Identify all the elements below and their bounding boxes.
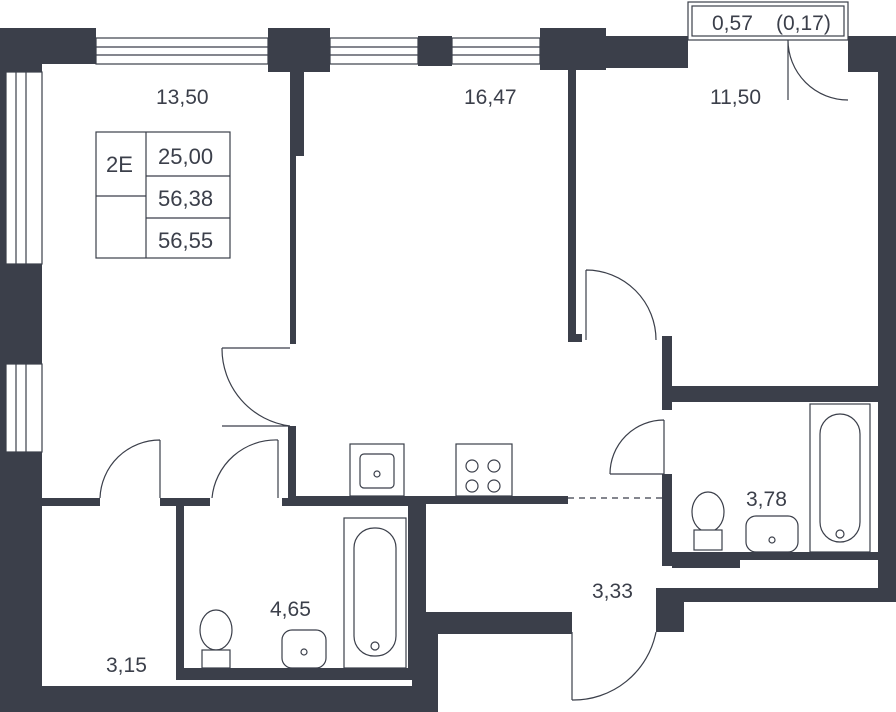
door-bathroom-right: [609, 419, 665, 475]
walls: [0, 28, 896, 712]
window-top-middle-b: [451, 37, 541, 65]
washbasin-right-icon: [745, 515, 799, 553]
window-left-lower: [5, 363, 43, 453]
room-area-storage: 3,15: [106, 654, 147, 677]
living-area: 25,00: [158, 144, 213, 169]
total-area-with-balcony: 56,55: [158, 228, 213, 253]
windows: [5, 37, 541, 453]
window-top-middle-a: [329, 37, 419, 65]
room-area-hall: 3,33: [592, 580, 633, 603]
window-top-left: [95, 37, 269, 65]
room-area-bedroom-left: 13,50: [156, 86, 209, 109]
room-area-bathroom-middle: 4,65: [270, 598, 311, 621]
toilet-right-icon: [691, 491, 725, 533]
balcony-door: [787, 39, 849, 101]
door-entrance: [571, 631, 657, 701]
door-storage: [99, 439, 161, 499]
room-area-living-kitchen: 16,47: [464, 86, 517, 109]
balcony-reduced-area: (0,17): [776, 12, 831, 35]
doors: [99, 269, 665, 701]
room-area-bedroom-right: 11,50: [710, 86, 761, 109]
bathroom-fixtures: [199, 403, 871, 669]
door-bathroom-middle: [211, 439, 279, 499]
window-left-upper: [5, 71, 43, 265]
door-bedroom-right: [585, 269, 657, 341]
balcony: 0,57 (0,17): [687, 1, 849, 101]
total-area: 56,38: [158, 186, 213, 211]
kitchen-fixtures: [349, 443, 513, 497]
stove-icon: [455, 443, 513, 497]
balcony-outline: [687, 1, 849, 41]
apartment-type-code: 2E: [106, 152, 133, 177]
area-table: 2E 25,00 56,38 56,55: [95, 131, 231, 259]
toilet-middle-icon: [199, 609, 233, 651]
room-area-bathroom-right: 3,78: [746, 488, 787, 511]
balcony-inner: [691, 5, 845, 37]
door-bedroom-left: [221, 347, 291, 427]
balcony-area: 0,57: [712, 12, 753, 35]
room-labels: 13,50 16,47 11,50 3,78 4,65 3,33 3,15: [106, 86, 787, 677]
